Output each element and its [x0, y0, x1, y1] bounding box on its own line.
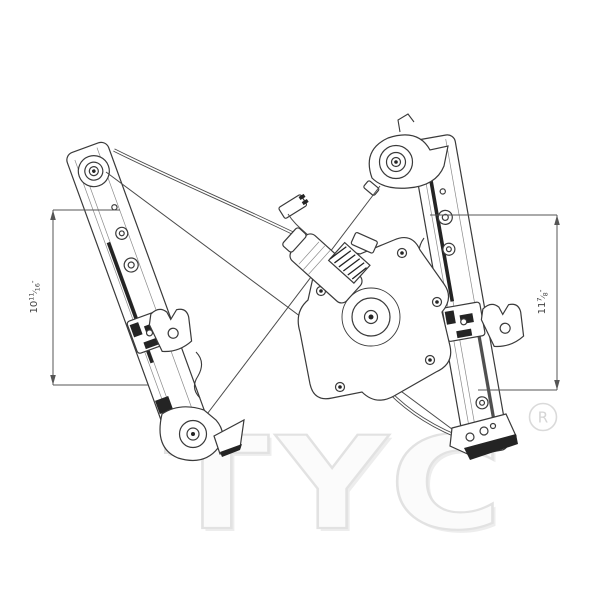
motor-brush-pack: [327, 241, 371, 285]
left-rail-edge-bracket: [193, 351, 203, 399]
right-rail-bolt-holes: [437, 188, 456, 256]
cable-drum: [341, 287, 401, 347]
right-carrier-clamp: [441, 301, 486, 342]
registered-mark-letter: R: [538, 409, 548, 427]
cable-topright-to-bottomleft: [197, 185, 381, 427]
cable-end-fitting: [363, 180, 380, 196]
drive-motor-assembly: [282, 227, 452, 401]
dimension-left-label: 1011⁄16″: [28, 280, 42, 313]
rail-rack-strip: [429, 180, 455, 302]
left-glass-bracket: [148, 308, 193, 353]
registered-trademark-icon: R: [528, 402, 558, 432]
lift-cables: [105, 148, 465, 439]
right-top-pulley-bracket: [363, 113, 449, 196]
dimension-right-label: 117⁄8″: [536, 289, 550, 314]
left-bottom-pulley-housing: [155, 396, 245, 461]
cable-topleft-to-bottomright: [105, 171, 465, 439]
right-glass-bracket: [480, 303, 525, 348]
motor-cylinder: [282, 227, 363, 304]
left-guide-rail: [66, 141, 215, 455]
dimension-right: 117⁄8″: [430, 214, 560, 391]
dimension-left: 1011⁄16″: [28, 209, 148, 386]
right-mounting-foot: [449, 413, 518, 460]
motor-connector-tab: [350, 232, 378, 254]
left-top-pulley: [77, 155, 110, 188]
cable-hook: [397, 113, 415, 133]
left-rail-bolt-holes: [111, 204, 139, 273]
